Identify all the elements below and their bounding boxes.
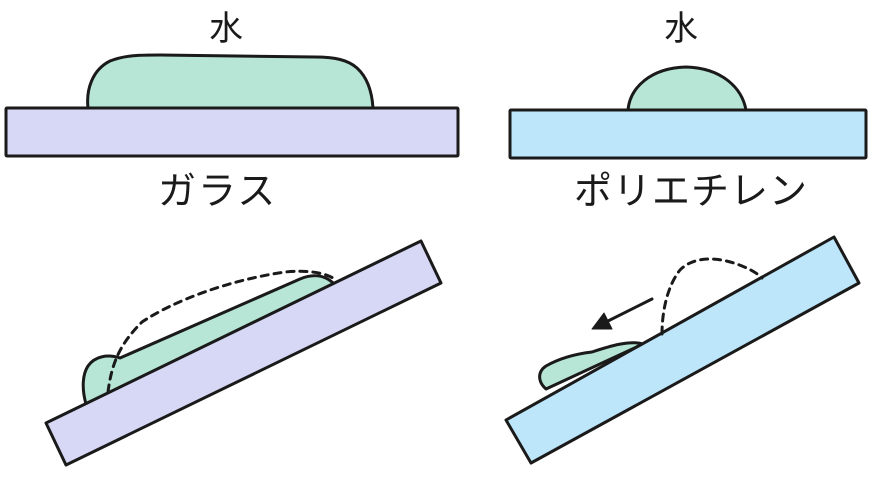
water-label-glass: 水 (209, 9, 243, 49)
water-film-glass (86, 53, 375, 110)
glass-label: ガラス (158, 169, 278, 213)
water-drop-sliding (538, 341, 645, 391)
glass-plate-tilted (44, 239, 443, 467)
polyethylene-label: ポリエチレン (574, 169, 809, 213)
water-label-polyethylene: 水 (664, 9, 698, 49)
polyethylene-plate-flat (508, 108, 868, 160)
original-water-outline-dashed (106, 269, 335, 394)
water-drop-polyethylene (626, 65, 748, 112)
glass-plate-flat (4, 106, 460, 158)
sliding-direction-arrow (591, 297, 654, 330)
original-drop-outline-dashed (660, 257, 764, 336)
arrow-head-icon (591, 312, 613, 330)
water-film-tilted-glass (81, 274, 337, 406)
polyethylene-plate-tilted (504, 235, 861, 465)
